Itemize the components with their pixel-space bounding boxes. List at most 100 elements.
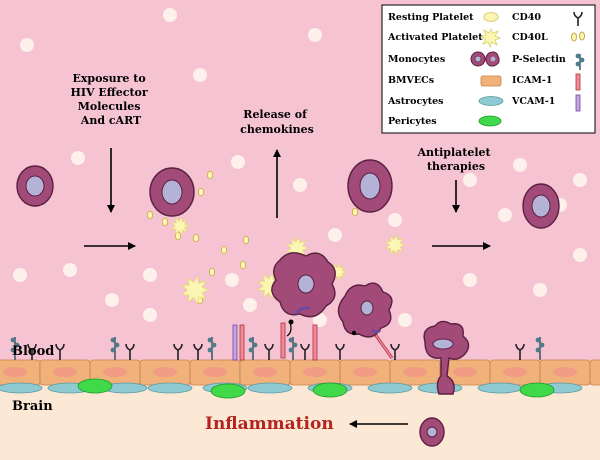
chemokines-line-2: chemokines: [240, 123, 314, 136]
adhering-monocyte-nucleus: [360, 300, 374, 316]
resting-platelet: [20, 38, 34, 52]
astrocyte: [477, 382, 523, 394]
exposure-label: Exposure to HIV Effector Molecules And c…: [70, 72, 151, 127]
p-selectin-domain: [14, 342, 20, 348]
vcam1: [232, 324, 238, 361]
resting-platelet: [498, 208, 512, 222]
cd40l: [220, 245, 227, 255]
resting-platelet: [533, 283, 547, 297]
p-selectin-domain: [207, 347, 213, 353]
resting-platelet: [398, 313, 412, 327]
astrocyte: [247, 382, 293, 394]
transmigrating-monocyte-nucleus: [432, 338, 454, 350]
resting-platelet: [328, 228, 342, 242]
monocyte-group: [16, 159, 560, 447]
p-selectin-domain: [535, 347, 541, 353]
p-selectin-domain: [10, 337, 16, 343]
p-selectin-domain: [288, 347, 294, 353]
icam1: [312, 324, 318, 361]
cd40: [55, 343, 65, 360]
astrocyte-icon: [478, 96, 504, 106]
legend-vcam1: VCAM-1: [511, 96, 555, 107]
p-selectin-domain: [288, 337, 294, 343]
cd40l-icon: [571, 31, 585, 42]
antiplatelet-line-2: therapies: [427, 160, 485, 173]
inflammation-label: Inflammation: [205, 414, 334, 434]
receptor-layer: [10, 322, 545, 361]
icam1: [239, 324, 245, 361]
pericyte: [210, 383, 246, 399]
resting-platelet-icon: [483, 12, 499, 22]
legend-resting-platelet: Resting Platelet: [388, 12, 474, 23]
p-selectin-domain: [211, 342, 217, 348]
platelet-scatter: [13, 8, 587, 327]
bmvec-nucleus: [303, 367, 327, 377]
pericyte: [77, 378, 113, 394]
bmvec-nucleus: [253, 367, 277, 377]
legend-box: [381, 4, 596, 134]
legend-astrocytes: Astrocytes: [387, 96, 444, 107]
transmigrating-monocyte: [423, 320, 470, 395]
cd40: [515, 343, 525, 360]
monocyte-nucleus: [359, 172, 381, 200]
cd40l: [146, 210, 153, 220]
vcam1-icon: [575, 94, 581, 112]
icam1-icon: [575, 73, 581, 91]
activated-platelet: [170, 216, 191, 236]
cd40l: [192, 233, 199, 243]
cd40: [335, 343, 345, 360]
bmvec-icon: [480, 75, 502, 87]
cd40: [193, 343, 203, 360]
p-selectin-domain: [110, 347, 116, 353]
chemokines-label: Release of chemokines: [240, 108, 314, 136]
cd40: [125, 343, 135, 360]
resting-platelet: [105, 293, 119, 307]
cd40: [27, 343, 37, 360]
cd40l: [351, 207, 358, 217]
cd40-icon: [573, 11, 583, 26]
p-selectin-domain: [114, 342, 120, 348]
bmvec-nucleus: [503, 367, 527, 377]
activated-monocyte-nucleus: [297, 274, 315, 294]
antiplatelet-line-1: Antiplatelet: [417, 146, 492, 159]
cd40: [173, 343, 183, 360]
bmvec-nucleus: [203, 367, 227, 377]
brain-label: Brain: [12, 399, 53, 414]
brain-region: [0, 385, 600, 460]
activated-platelet: [384, 234, 407, 256]
legend-p-selectin: P-Selectin: [512, 54, 566, 65]
resting-platelet: [513, 158, 527, 172]
pericyte: [519, 382, 555, 398]
legend-pericytes: Pericytes: [388, 116, 437, 127]
resting-platelet: [225, 273, 239, 287]
resting-platelet: [143, 308, 157, 322]
resting-platelet: [388, 213, 402, 227]
bmvec-nucleus: [353, 367, 377, 377]
exposure-line-1: Exposure to: [72, 72, 145, 85]
legend-activated-platelet: Activated Platelet: [387, 32, 483, 43]
astrocyte: [0, 382, 43, 394]
monocyte-nucleus: [25, 175, 45, 197]
pericyte-icon: [478, 115, 502, 127]
bmvec-cell: [589, 359, 600, 386]
legend-icam1: ICAM-1: [512, 75, 552, 86]
resting-platelet: [243, 298, 257, 312]
ligand: [351, 330, 357, 336]
bmvec-layer: [0, 359, 600, 386]
cd40l: [197, 187, 204, 197]
astrocyte: [367, 382, 413, 394]
resting-platelet: [231, 155, 245, 169]
activated-platelet: [180, 275, 211, 305]
bmvec-nucleus: [403, 367, 427, 377]
resting-platelet: [573, 248, 587, 262]
cd40l: [242, 235, 249, 245]
monocyte-nucleus: [426, 426, 438, 438]
p-selectin-domain: [539, 342, 545, 348]
resting-platelet: [293, 178, 307, 192]
monocyte-receptor: [294, 306, 311, 315]
legend: Resting Platelet Activated Platelet Mono…: [381, 4, 596, 134]
resting-platelet: [313, 313, 327, 327]
cd40l: [161, 217, 168, 227]
